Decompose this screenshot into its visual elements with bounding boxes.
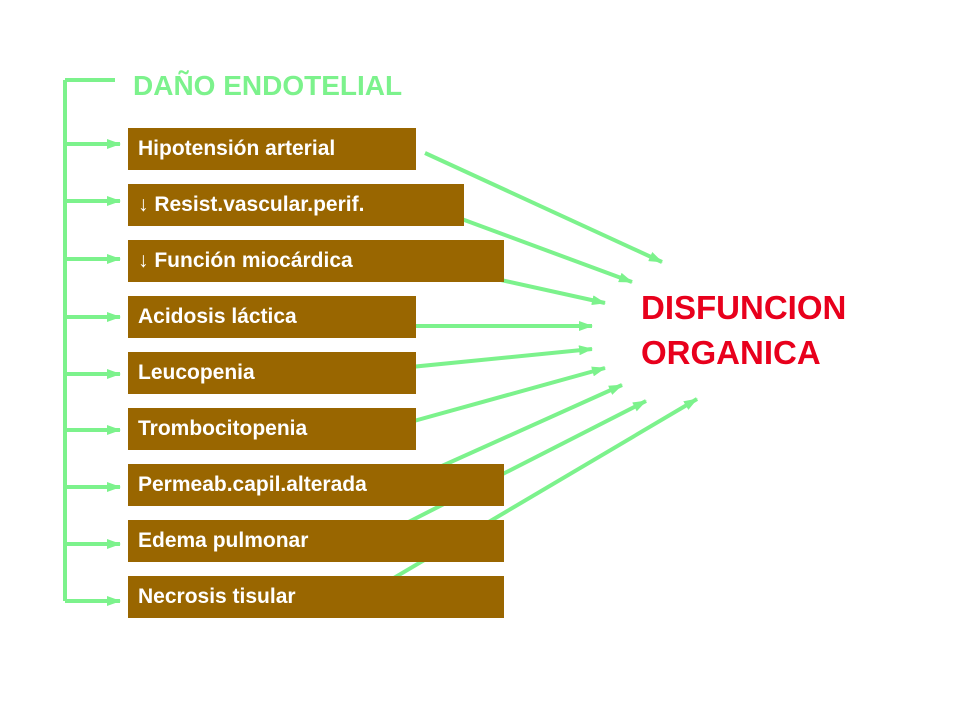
box-edema-pulmonar: Edema pulmonar [128, 520, 504, 562]
box-leucopenia: Leucopenia [128, 352, 416, 394]
box-hipotension-arterial: Hipotensión arterial [128, 128, 416, 170]
converge-arrow-edema [384, 399, 647, 536]
box-permeab-capil-alterada: Permeab.capil.alterada [128, 464, 504, 506]
result-line-2: ORGANICA [641, 334, 821, 371]
box-resistencia-vascular: ↓ Resist.vascular.perif. [128, 184, 464, 226]
converge-arrow-necrosis [358, 397, 699, 600]
converge-arrow-resistencia [439, 209, 633, 284]
converge-arrow-permeab [432, 383, 623, 472]
heading-dano-endotelial: DAÑO ENDOTELIAL [133, 70, 403, 101]
box-necrosis-tisular: Necrosis tisular [128, 576, 504, 618]
result-line-1: DISFUNCION [641, 289, 847, 326]
converge-arrow-trombocitopenia [384, 366, 606, 431]
box-funcion-miocardica: ↓ Función miocárdica [128, 240, 504, 282]
box-acidosis-lactica: Acidosis láctica [128, 296, 416, 338]
box-trombocitopenia: Trombocitopenia [128, 408, 416, 450]
converge-arrow-hipotension [424, 151, 663, 264]
result-disfuncion-organica: DISFUNCION ORGANICA [641, 285, 846, 375]
